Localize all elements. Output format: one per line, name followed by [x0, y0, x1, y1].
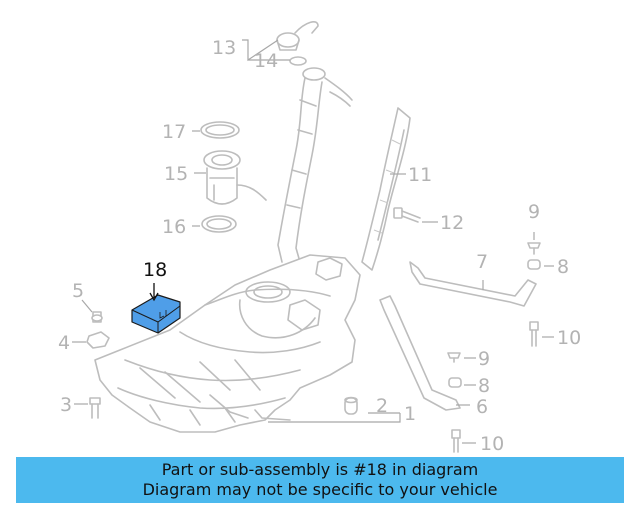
callout-6: 6 [476, 396, 488, 418]
banner-line-2: Diagram may not be specific to your vehi… [142, 480, 498, 499]
callout-1: 1 [404, 403, 416, 425]
callout-8-bottom: 8 [478, 375, 490, 397]
tank-strap-lower-part [379, 295, 461, 411]
seal-ring-part [200, 121, 240, 139]
callout-9-top: 9 [528, 201, 540, 223]
callout-10-top: 10 [557, 327, 581, 349]
right-bottom-fasteners [447, 352, 462, 453]
callout-5: 5 [72, 280, 84, 302]
callout-15: 15 [164, 163, 188, 185]
filler-neck-part [277, 67, 353, 263]
callout-10-bottom: 10 [480, 433, 504, 455]
heat-shield-part [361, 107, 411, 271]
leader-lines [72, 39, 554, 444]
callout-3: 3 [60, 394, 72, 416]
callout-14: 14 [254, 50, 278, 72]
callout-16: 16 [162, 216, 186, 238]
bolt-12-part [393, 207, 421, 223]
fuel-tank-part [94, 254, 361, 433]
callout-12: 12 [440, 212, 464, 234]
callout-7: 7 [476, 251, 488, 273]
fuel-cap-part [276, 21, 319, 66]
grommet-part [344, 396, 358, 415]
callout-11: 11 [408, 164, 432, 186]
callout-9-bottom: 9 [478, 348, 490, 370]
info-banner: Part or sub-assembly is #18 in diagram D… [16, 457, 624, 503]
callout-4: 4 [58, 332, 70, 354]
callout-13: 13 [212, 37, 236, 59]
tank-strap-upper-part [409, 261, 537, 307]
callout-2: 2 [376, 395, 388, 417]
banner-line-1: Part or sub-assembly is #18 in diagram [161, 460, 479, 479]
callout-17: 17 [162, 121, 186, 143]
left-fasteners [86, 311, 110, 419]
part-18-module[interactable] [131, 294, 181, 334]
callout-18: 18 [143, 259, 167, 281]
lock-ring-part [201, 215, 237, 233]
fuel-pump-part [203, 150, 267, 205]
part-18-arrow [149, 283, 159, 302]
callout-8-top: 8 [557, 256, 569, 278]
right-top-fasteners [527, 242, 541, 347]
